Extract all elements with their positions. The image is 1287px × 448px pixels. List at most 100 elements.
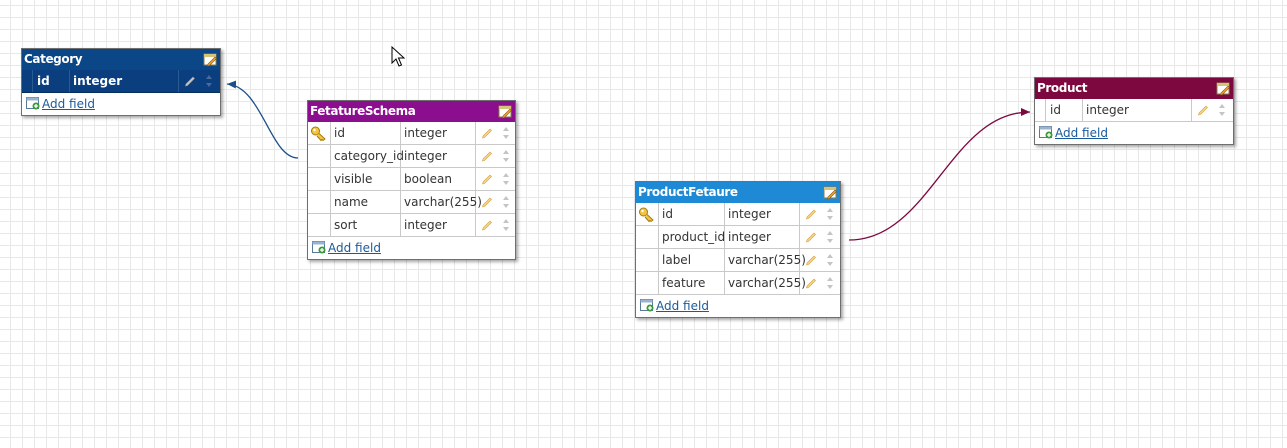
add-field-link[interactable]: Add field [1055,126,1108,140]
pencil-icon[interactable] [481,149,494,162]
field-name: id [659,203,725,225]
pencil-icon[interactable] [805,207,818,220]
key-cell [636,272,659,294]
up-down-arrows-icon[interactable] [502,126,510,140]
field-type: varchar(255) [725,272,806,294]
pencil-icon[interactable] [481,195,494,208]
up-down-arrows-icon[interactable] [826,230,834,244]
key-cell [1035,99,1046,121]
table-header[interactable]: Product [1035,78,1233,99]
up-down-arrows-icon[interactable] [205,74,213,88]
field-row[interactable]: id integer [1035,99,1233,122]
table-header[interactable]: FetatureSchema [308,101,515,122]
field-name: sort [331,214,401,236]
field-type: integer [401,214,476,236]
up-down-arrows-icon[interactable] [826,253,834,267]
up-down-arrows-icon[interactable] [502,172,510,186]
relation-productfetaure-product [848,108,1031,241]
key-cell [308,122,331,144]
field-name: category_id [331,145,404,167]
add-field-link[interactable]: Add field [656,299,709,313]
field-actions [476,122,514,144]
pencil-icon[interactable] [481,126,494,139]
key-cell [636,226,659,248]
key-cell [308,214,331,236]
add-field-row: Add field [1035,122,1233,144]
field-type: integer [1083,99,1192,121]
key-cell [636,249,659,271]
up-down-arrows-icon[interactable] [502,218,510,232]
table-title: FetatureSchema [310,104,416,118]
table-title: ProductFetaure [638,185,738,199]
field-actions [179,70,217,92]
add-field-icon [312,241,326,254]
up-down-arrows-icon[interactable] [826,276,834,290]
table-edit-icon[interactable] [823,185,838,200]
up-down-arrows-icon[interactable] [1218,103,1226,117]
pencil-icon[interactable] [805,253,818,266]
field-type: integer [725,226,800,248]
add-field-row: Add field [636,295,840,317]
field-name: label [659,249,725,271]
table-title: Category [24,52,83,66]
field-actions [800,203,838,225]
add-field-row: Add field [22,93,220,115]
relation-fetatureschema-category [226,80,299,159]
table-edit-icon[interactable] [1216,81,1231,96]
table-product[interactable]: Product id integer Add field [1034,77,1234,145]
up-down-arrows-icon[interactable] [502,195,510,209]
add-field-link[interactable]: Add field [42,97,95,111]
field-name: id [331,122,401,144]
pencil-icon[interactable] [1197,103,1210,116]
field-actions [1192,99,1230,121]
table-edit-icon[interactable] [498,104,513,119]
up-down-arrows-icon[interactable] [826,207,834,221]
field-row[interactable]: id integer [22,70,220,93]
key-cell [308,168,331,190]
add-field-row: Add field [308,237,515,259]
key-cell [308,145,331,167]
key-icon [311,126,326,142]
field-type: integer [70,70,179,92]
field-type: boolean [401,168,476,190]
table-category[interactable]: Category id integer Add field [21,48,221,116]
table-edit-icon[interactable] [203,52,218,67]
table-header[interactable]: ProductFetaure [636,182,840,203]
field-actions [476,145,514,167]
field-actions [800,249,838,271]
field-actions [476,214,514,236]
key-cell [636,203,659,225]
add-field-icon [640,299,654,312]
pencil-icon[interactable] [805,230,818,243]
field-type: integer [725,203,800,225]
field-name: product_id [659,226,725,248]
key-cell [22,70,33,92]
pencil-icon[interactable] [184,74,197,87]
pencil-icon[interactable] [481,172,494,185]
field-name: id [1046,99,1083,121]
pencil-icon[interactable] [805,276,818,289]
add-field-icon [1039,126,1053,139]
field-actions [476,168,514,190]
table-title: Product [1037,81,1088,95]
add-field-link[interactable]: Add field [328,241,381,255]
table-header[interactable]: Category [22,49,220,70]
field-type: integer [401,145,476,167]
add-field-icon [26,97,40,110]
field-type: integer [401,122,476,144]
pencil-icon[interactable] [481,218,494,231]
up-down-arrows-icon[interactable] [502,149,510,163]
mouse-cursor-icon [391,45,406,67]
field-type: varchar(255) [725,249,806,271]
